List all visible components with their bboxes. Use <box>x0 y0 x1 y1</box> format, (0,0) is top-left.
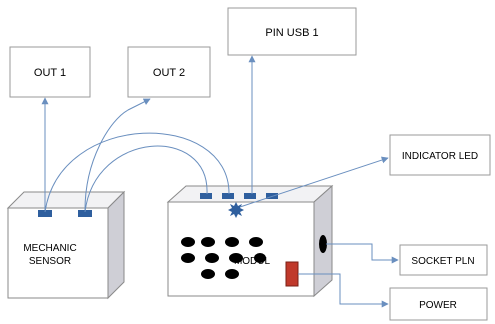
wire-socket <box>326 243 399 264</box>
modul-connector-2 <box>222 193 234 199</box>
power-box: POWER <box>389 287 488 321</box>
wire-arc-1 <box>44 132 230 213</box>
wire-led <box>239 156 389 208</box>
modul-connector-1 <box>200 193 212 199</box>
modul-connector-3 <box>244 193 256 199</box>
out1-label: OUT 1 <box>34 67 66 79</box>
sensor-label-line1: MECHANIC <box>23 243 76 254</box>
wire-out2 <box>84 98 151 211</box>
modul-label: MODUL <box>234 256 271 267</box>
out1-box: OUT 1 <box>9 46 91 98</box>
modul-components <box>181 237 266 279</box>
socket-port <box>319 235 327 253</box>
pin-usb-label: PIN USB 1 <box>265 27 318 39</box>
power-switch <box>285 261 299 287</box>
modul-device: MODUL <box>166 184 334 298</box>
led-star-icon <box>228 202 244 218</box>
indicator-led-label: INDICATOR LED <box>402 151 478 162</box>
pin-usb-box: PIN USB 1 <box>227 7 357 56</box>
power-label: POWER <box>419 300 457 311</box>
out2-label: OUT 2 <box>153 67 185 79</box>
socket-pln-label: SOCKET PLN <box>411 256 474 267</box>
sensor-label-line2: SENSOR <box>29 256 71 267</box>
indicator-led-box: INDICATOR LED <box>389 134 491 176</box>
sensor-connector-2 <box>78 210 92 217</box>
wires <box>41 55 399 308</box>
out2-box: OUT 2 <box>127 46 211 98</box>
socket-pln-box: SOCKET PLN <box>399 244 488 276</box>
sensor-connector-1 <box>38 210 52 217</box>
wire-arc-2 <box>84 145 208 213</box>
mechanic-sensor-device: MECHANIC SENSOR <box>6 190 126 300</box>
wire-power <box>298 273 389 308</box>
